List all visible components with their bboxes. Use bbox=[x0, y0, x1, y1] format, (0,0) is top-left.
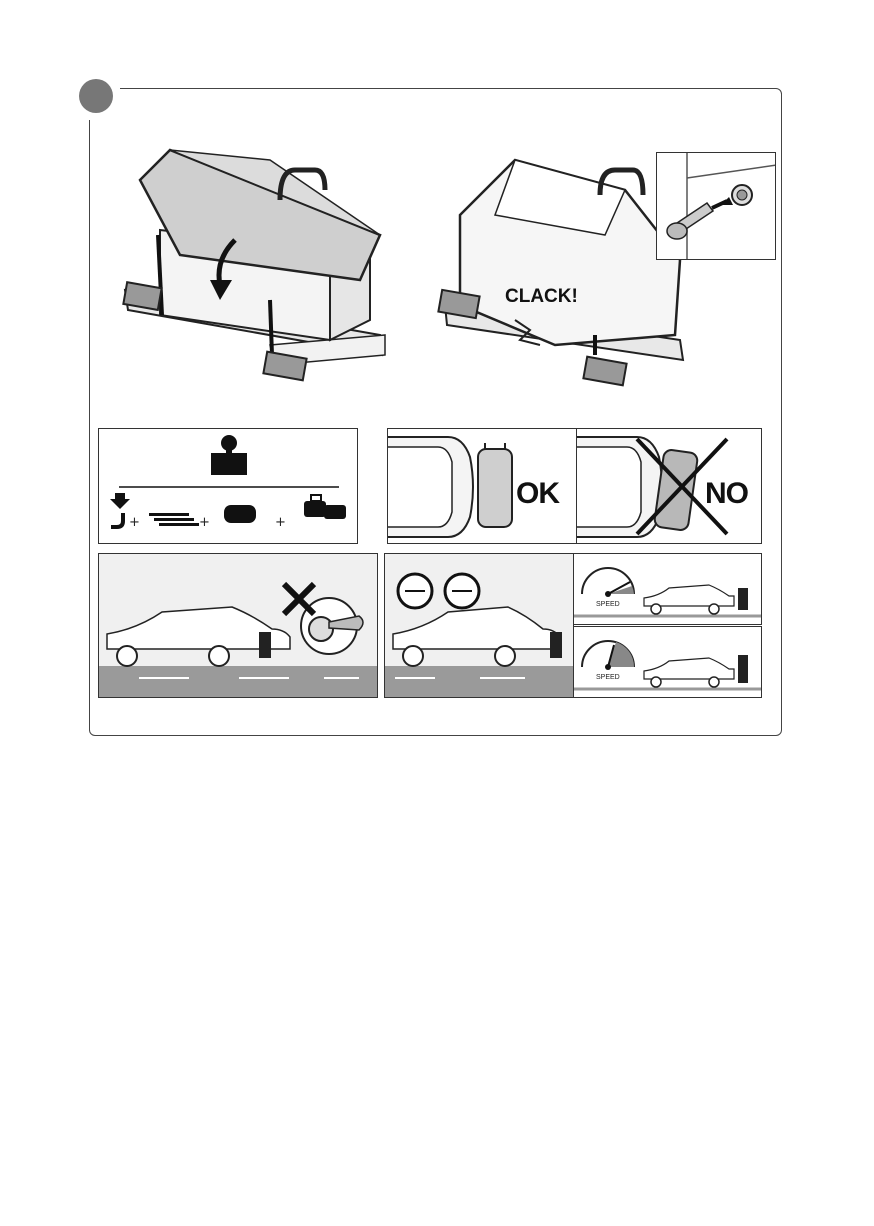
speed-label: SPEED bbox=[596, 601, 620, 608]
key-lock-icon bbox=[657, 153, 776, 260]
plus-sign: + bbox=[275, 515, 286, 530]
placement-no-panel: NO bbox=[576, 428, 762, 544]
no-label: NO bbox=[705, 477, 748, 511]
ok-label: OK bbox=[516, 477, 559, 511]
speed-gauge-illustration: SPEED bbox=[574, 554, 762, 625]
plus-sign: + bbox=[129, 515, 140, 530]
car-signs-panel bbox=[384, 553, 574, 698]
clack-callout: CLACK! bbox=[505, 286, 578, 308]
step-marker bbox=[79, 79, 113, 113]
speed-gauge-illustration-2: SPEED bbox=[574, 627, 762, 698]
speed-panel-top: SPEED bbox=[573, 553, 762, 625]
car-no-key-panel bbox=[98, 553, 378, 698]
plus-sign: + bbox=[199, 515, 210, 530]
car-signs-illustration bbox=[385, 554, 574, 698]
car-key-illustration bbox=[99, 554, 378, 698]
lock-detail-inset bbox=[656, 152, 776, 260]
speed-panel-bottom: SPEED bbox=[573, 626, 762, 698]
speed-label: SPEED bbox=[596, 674, 620, 681]
load-equation-panel: + + + bbox=[98, 428, 358, 544]
placement-ok-panel: OK bbox=[387, 428, 577, 544]
box-closing-illustration bbox=[120, 140, 390, 410]
